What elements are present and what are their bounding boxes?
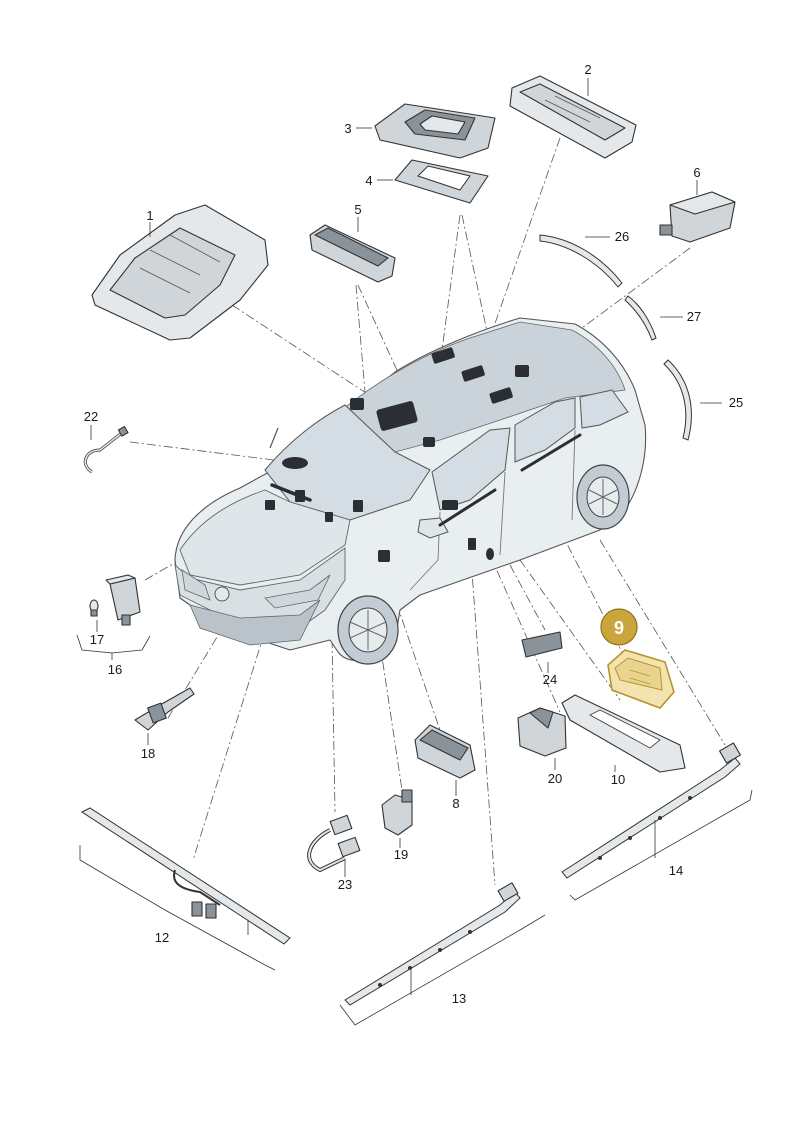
callout-3: 3 bbox=[344, 121, 351, 136]
part-14-strip[interactable] bbox=[561, 742, 741, 879]
callout-4: 4 bbox=[365, 173, 372, 188]
part-1-roof-console[interactable] bbox=[91, 204, 269, 341]
callout-5: 5 bbox=[354, 202, 361, 217]
part-6-sensor[interactable] bbox=[659, 191, 736, 243]
part-19-bracket[interactable] bbox=[381, 789, 413, 836]
highlight-badge-9[interactable]: 9 bbox=[600, 608, 638, 646]
part-2-roof-light[interactable] bbox=[509, 75, 637, 159]
part-12-wiring-harness[interactable] bbox=[80, 807, 291, 945]
callout-12: 12 bbox=[155, 930, 169, 945]
part-13-strip[interactable] bbox=[344, 882, 521, 1006]
part-24-cover[interactable] bbox=[521, 631, 563, 658]
callout-27: 27 bbox=[687, 309, 701, 324]
part-20-switch[interactable] bbox=[517, 707, 567, 757]
callout-9: 9 bbox=[614, 618, 624, 638]
part-27-trim[interactable] bbox=[624, 295, 657, 341]
callout-18: 18 bbox=[141, 746, 155, 761]
callout-16: 16 bbox=[108, 662, 122, 677]
part-22-wire[interactable] bbox=[83, 425, 129, 474]
callout-labels: 1 2 3 4 5 6 8 9 10 12 13 14 16 17 18 19 … bbox=[84, 62, 743, 1006]
callout-20: 20 bbox=[548, 771, 562, 786]
callout-2: 2 bbox=[584, 62, 591, 77]
callout-10: 10 bbox=[611, 772, 625, 787]
callout-24: 24 bbox=[543, 672, 557, 687]
car-illustration bbox=[174, 317, 647, 665]
part-8-switch-unit[interactable] bbox=[414, 724, 476, 779]
part-26-trim[interactable] bbox=[539, 234, 623, 288]
part-16-module[interactable] bbox=[105, 574, 141, 626]
leader-lines bbox=[90, 78, 722, 995]
part-17-bulb[interactable] bbox=[89, 599, 99, 617]
callout-14: 14 bbox=[669, 863, 683, 878]
part-9-light-highlighted[interactable] bbox=[607, 649, 675, 709]
part-4-frame[interactable] bbox=[394, 159, 489, 204]
group-brackets bbox=[76, 634, 753, 1026]
part-18-switch[interactable] bbox=[134, 687, 195, 731]
callout-1: 1 bbox=[146, 208, 153, 223]
callout-23: 23 bbox=[338, 877, 352, 892]
part-25-trim[interactable] bbox=[663, 359, 692, 441]
callout-19: 19 bbox=[394, 847, 408, 862]
callout-13: 13 bbox=[452, 991, 466, 1006]
callout-8: 8 bbox=[452, 796, 459, 811]
part-23-connector[interactable] bbox=[307, 814, 361, 873]
part-10-handle[interactable] bbox=[561, 694, 686, 773]
callout-22: 22 bbox=[84, 409, 98, 424]
part-5-lamp[interactable] bbox=[309, 224, 396, 283]
callout-25: 25 bbox=[729, 395, 743, 410]
callout-26: 26 bbox=[615, 229, 629, 244]
callout-6: 6 bbox=[693, 165, 700, 180]
part-3-reading-light[interactable] bbox=[374, 103, 496, 159]
callout-17: 17 bbox=[90, 632, 104, 647]
